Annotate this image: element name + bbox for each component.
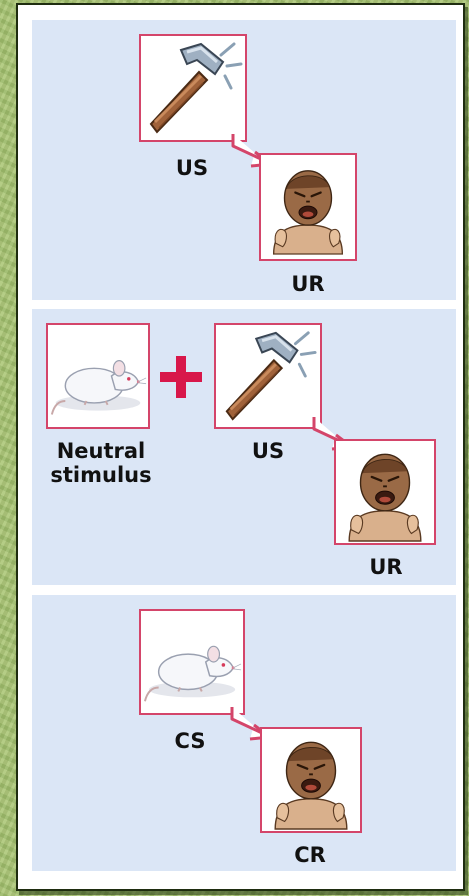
plus-icon xyxy=(158,354,204,400)
hammer-card xyxy=(139,34,247,142)
stimulus-label: CS xyxy=(160,729,220,753)
panel-during-conditioning: Neutral stimulus US UR xyxy=(32,309,456,585)
response-label: CR xyxy=(280,843,340,867)
hammer-card xyxy=(214,323,322,429)
crying-baby-card xyxy=(334,439,436,545)
crying-baby-icon xyxy=(336,441,434,543)
neutral-stimulus-label: Neutral stimulus xyxy=(34,439,168,487)
crying-baby-icon xyxy=(261,155,355,259)
hammer-icon xyxy=(216,325,320,427)
white-rat-icon xyxy=(48,325,148,427)
panel-after-conditioning: CS CR xyxy=(32,595,456,871)
crying-baby-icon xyxy=(262,729,360,831)
conditioning-diagram: US UR Neutral stimulus US UR xyxy=(16,3,465,891)
response-label: UR xyxy=(356,555,416,579)
stimulus-label: US xyxy=(238,439,298,463)
crying-baby-card xyxy=(260,727,362,833)
crying-baby-card xyxy=(259,153,357,261)
white-rat-icon xyxy=(141,611,243,713)
hammer-icon xyxy=(141,36,245,140)
rat-card xyxy=(46,323,150,429)
stimulus-label: US xyxy=(162,156,222,180)
panel-before-conditioning: US UR xyxy=(32,20,456,300)
rat-card xyxy=(139,609,245,715)
response-label: UR xyxy=(278,272,338,296)
